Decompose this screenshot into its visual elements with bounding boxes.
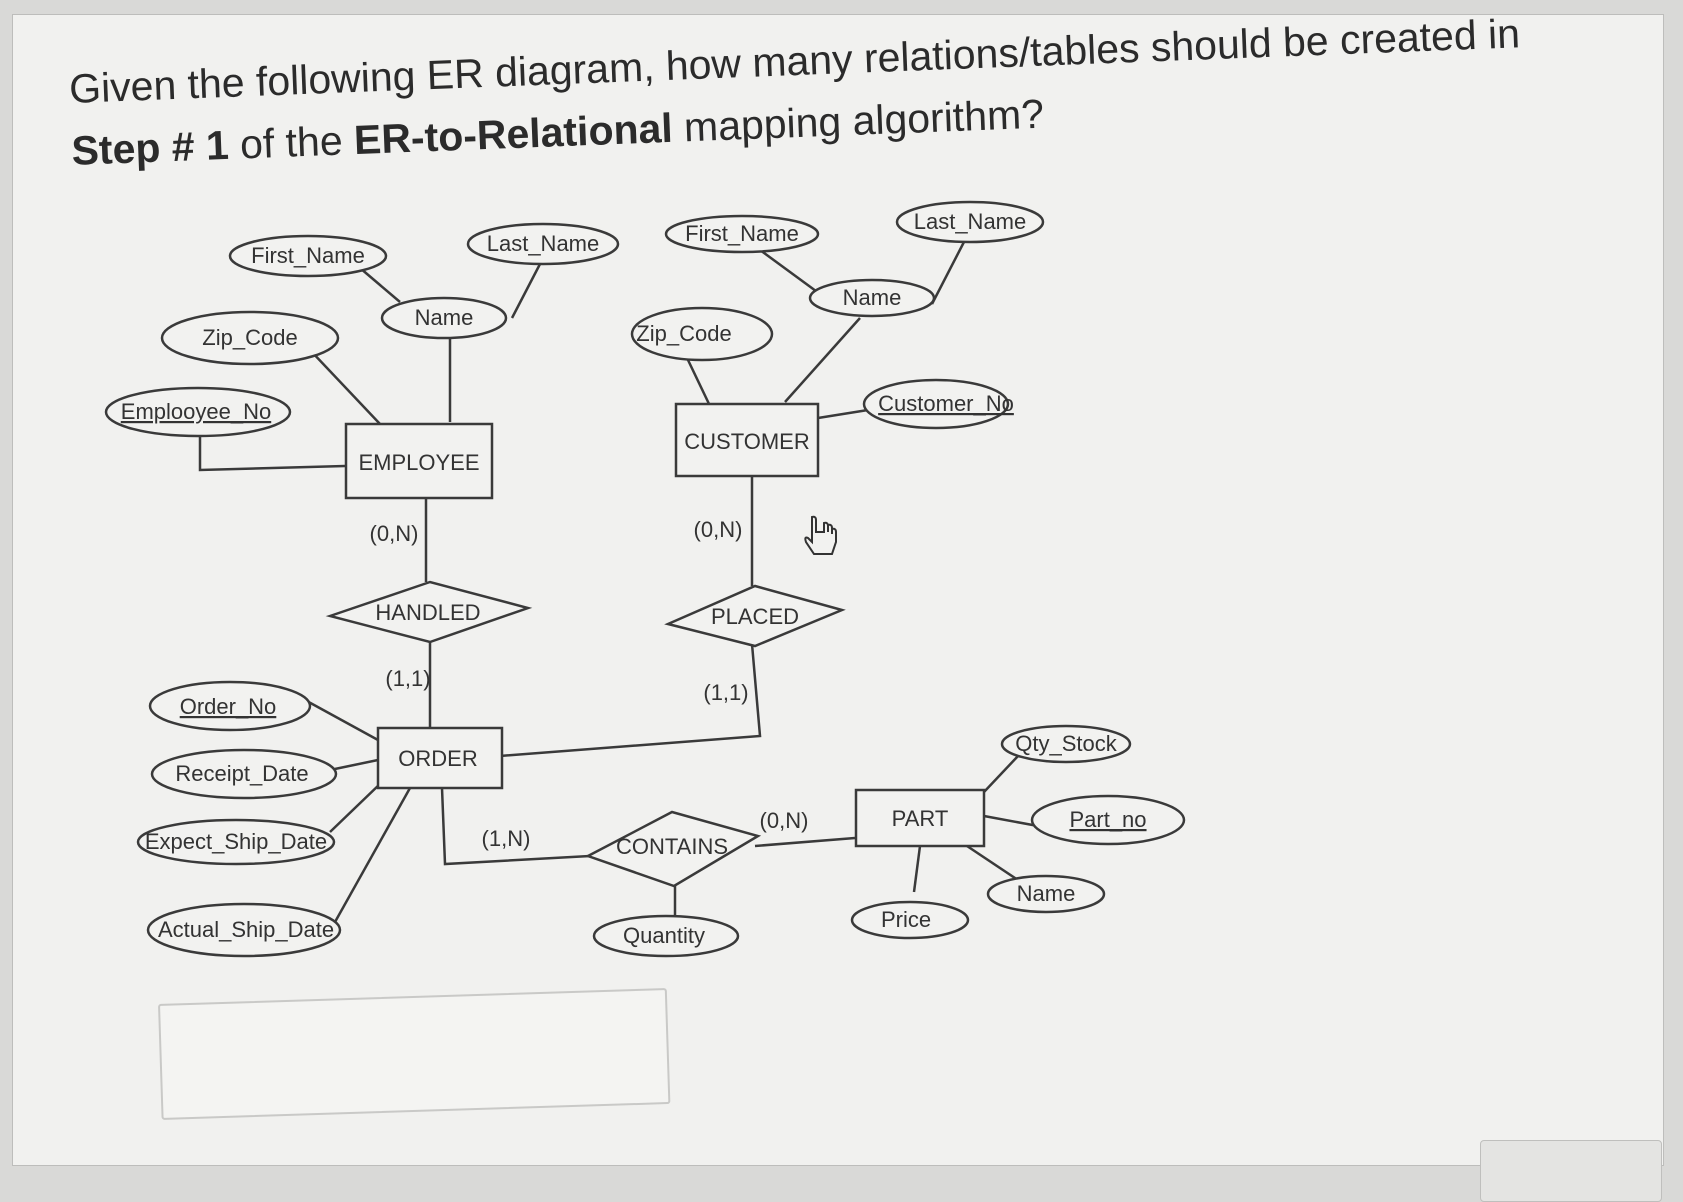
attr-part-name-ellipse	[986, 874, 1106, 914]
entity-employee-box	[344, 422, 494, 500]
attr-cust-customer-no-ellipse	[862, 378, 1010, 430]
attr-price: Price	[881, 907, 931, 932]
attr-receipt-date: Receipt_Date	[175, 761, 308, 786]
attr-emp-employee-no-ellipse	[104, 386, 292, 438]
card-part-contains: (0,N)	[760, 808, 809, 833]
attr-qty-stock-ellipse	[1000, 724, 1132, 764]
attr-order-no: Order_No	[180, 694, 277, 719]
attr-quantity: Quantity	[623, 923, 705, 948]
attr-price-ellipse	[850, 900, 970, 940]
card-employee-handled: (0,N)	[370, 521, 419, 546]
attr-emp-zip-code-ellipse	[160, 310, 340, 366]
card-order-contains: (1,N)	[482, 826, 531, 851]
entity-customer-label: CUSTOMER	[684, 429, 810, 454]
attr-cust-zip-code-ellipse	[630, 306, 774, 362]
attr-quantity-ellipse	[592, 914, 740, 958]
attr-actual-ship-date: Actual_Ship_Date	[158, 917, 334, 942]
next-button[interactable]	[1480, 1140, 1662, 1202]
hand-cursor-icon	[804, 515, 837, 555]
attr-part-name: Name	[1017, 881, 1076, 906]
attr-emp-name: Name	[415, 305, 474, 330]
attr-cust-last-name-ellipse	[895, 200, 1045, 244]
relationship-handled-diamond	[325, 580, 533, 644]
relationship-placed-diamond	[664, 584, 846, 648]
attr-qty-stock: Qty_Stock	[1015, 731, 1117, 756]
attr-cust-first-name-ellipse	[664, 214, 820, 254]
relationship-contains-label: CONTAINS	[616, 834, 728, 859]
attr-emp-first-name: First_Name	[251, 243, 365, 268]
attr-cust-zip-code: Zip_Code	[636, 321, 731, 346]
entity-employee-label: EMPLOYEE	[358, 450, 479, 475]
attr-emp-employee-no: Emplooyee_No	[121, 399, 271, 424]
attr-cust-customer-no: Customer_No	[878, 391, 1014, 416]
entity-order-box	[376, 726, 504, 790]
card-customer-placed: (0,N)	[694, 517, 743, 542]
attr-part-no-ellipse	[1030, 794, 1186, 846]
attr-expect-ship-date: Expect_Ship_Date	[145, 829, 327, 854]
attr-emp-last-name: Last_Name	[487, 231, 600, 256]
attr-cust-name: Name	[843, 285, 902, 310]
attr-cust-first-name: First_Name	[685, 221, 799, 246]
relationship-placed-label: PLACED	[711, 604, 799, 629]
attr-emp-last-name-ellipse	[466, 222, 620, 266]
card-handled-order: (1,1)	[385, 666, 430, 691]
attr-actual-ship-date-ellipse	[146, 902, 342, 958]
attr-receipt-date-ellipse	[150, 748, 338, 800]
question-card	[12, 14, 1664, 1166]
attr-emp-zip-code: Zip_Code	[202, 325, 297, 350]
answer-input[interactable]	[158, 988, 671, 1120]
attr-emp-first-name-ellipse	[228, 234, 388, 278]
entity-customer-box	[674, 402, 820, 478]
attr-cust-name-ellipse	[808, 278, 936, 318]
relationship-contains-diamond	[584, 810, 762, 888]
entity-part-box	[854, 788, 986, 848]
attr-part-no: Part_no	[1069, 807, 1146, 832]
card-placed-order: (1,1)	[703, 680, 748, 705]
attr-emp-name-ellipse	[380, 296, 508, 340]
attr-cust-last-name: Last_Name	[914, 209, 1027, 234]
attr-expect-ship-date-ellipse	[136, 818, 336, 866]
entity-order-label: ORDER	[398, 746, 477, 771]
entity-part-label: PART	[892, 806, 949, 831]
relationship-handled-label: HANDLED	[375, 600, 480, 625]
attr-order-no-ellipse	[148, 680, 312, 732]
